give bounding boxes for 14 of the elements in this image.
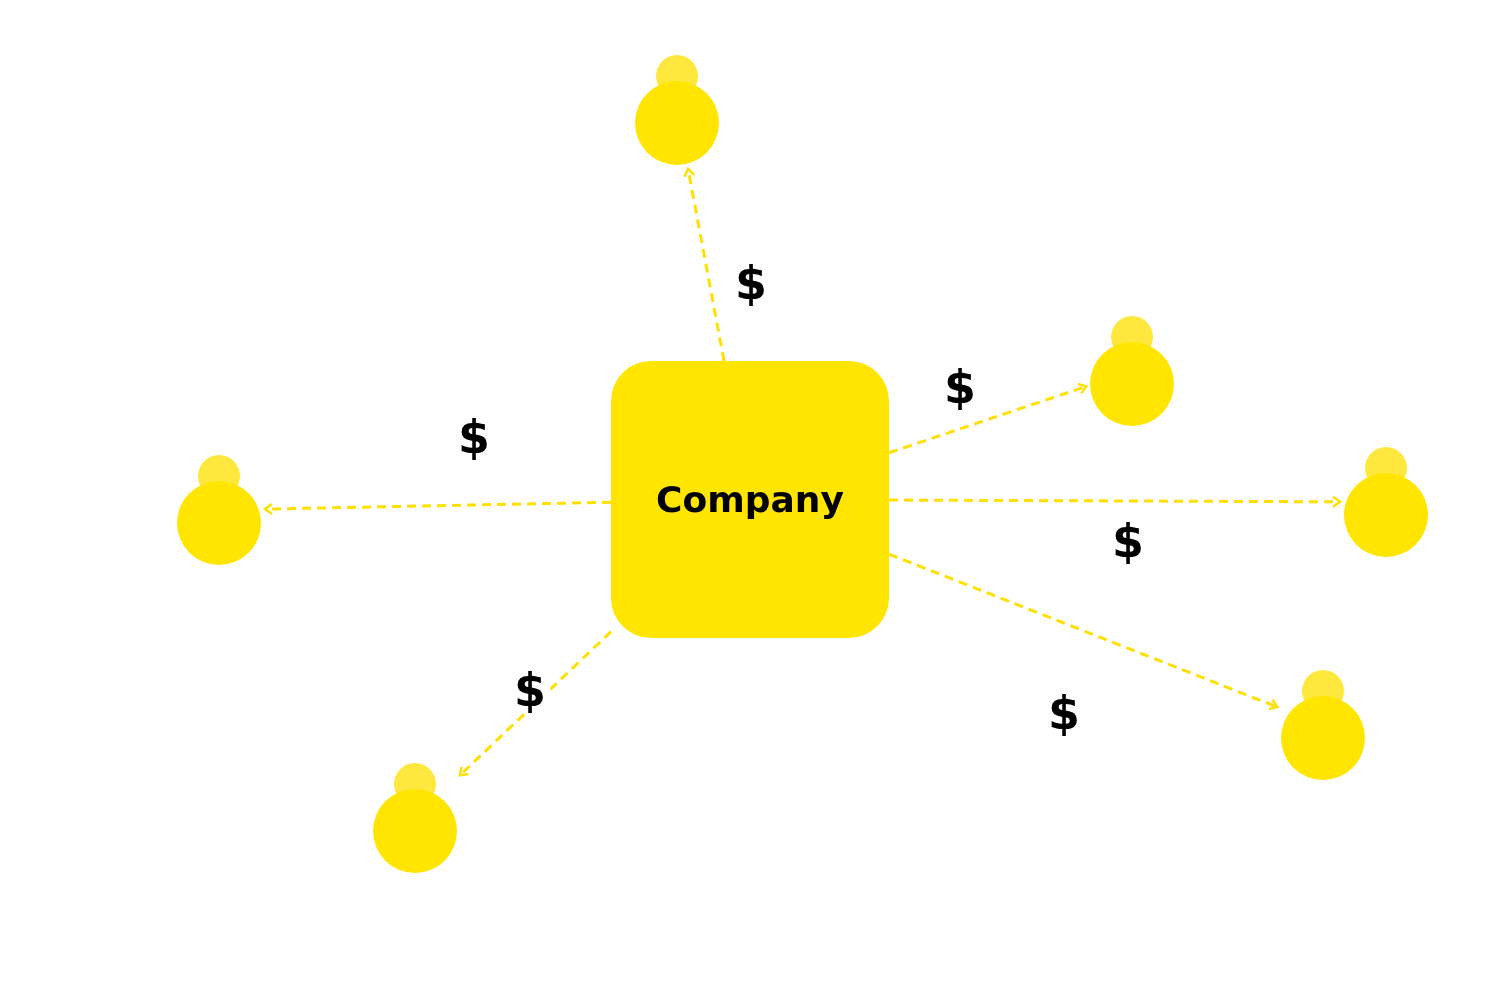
arrow xyxy=(263,500,612,516)
arrow xyxy=(458,630,613,777)
person-icon xyxy=(635,55,719,165)
person-icon xyxy=(177,455,261,565)
process-box xyxy=(611,361,889,638)
person-icon xyxy=(1344,447,1428,557)
person-icon xyxy=(373,763,457,873)
arrow xyxy=(889,495,1342,509)
arrow xyxy=(888,382,1088,455)
person-icon xyxy=(1090,316,1174,426)
arrow xyxy=(888,552,1279,711)
person-icon xyxy=(1281,670,1365,780)
node-label: Company xyxy=(656,479,844,520)
arrow xyxy=(683,167,726,362)
